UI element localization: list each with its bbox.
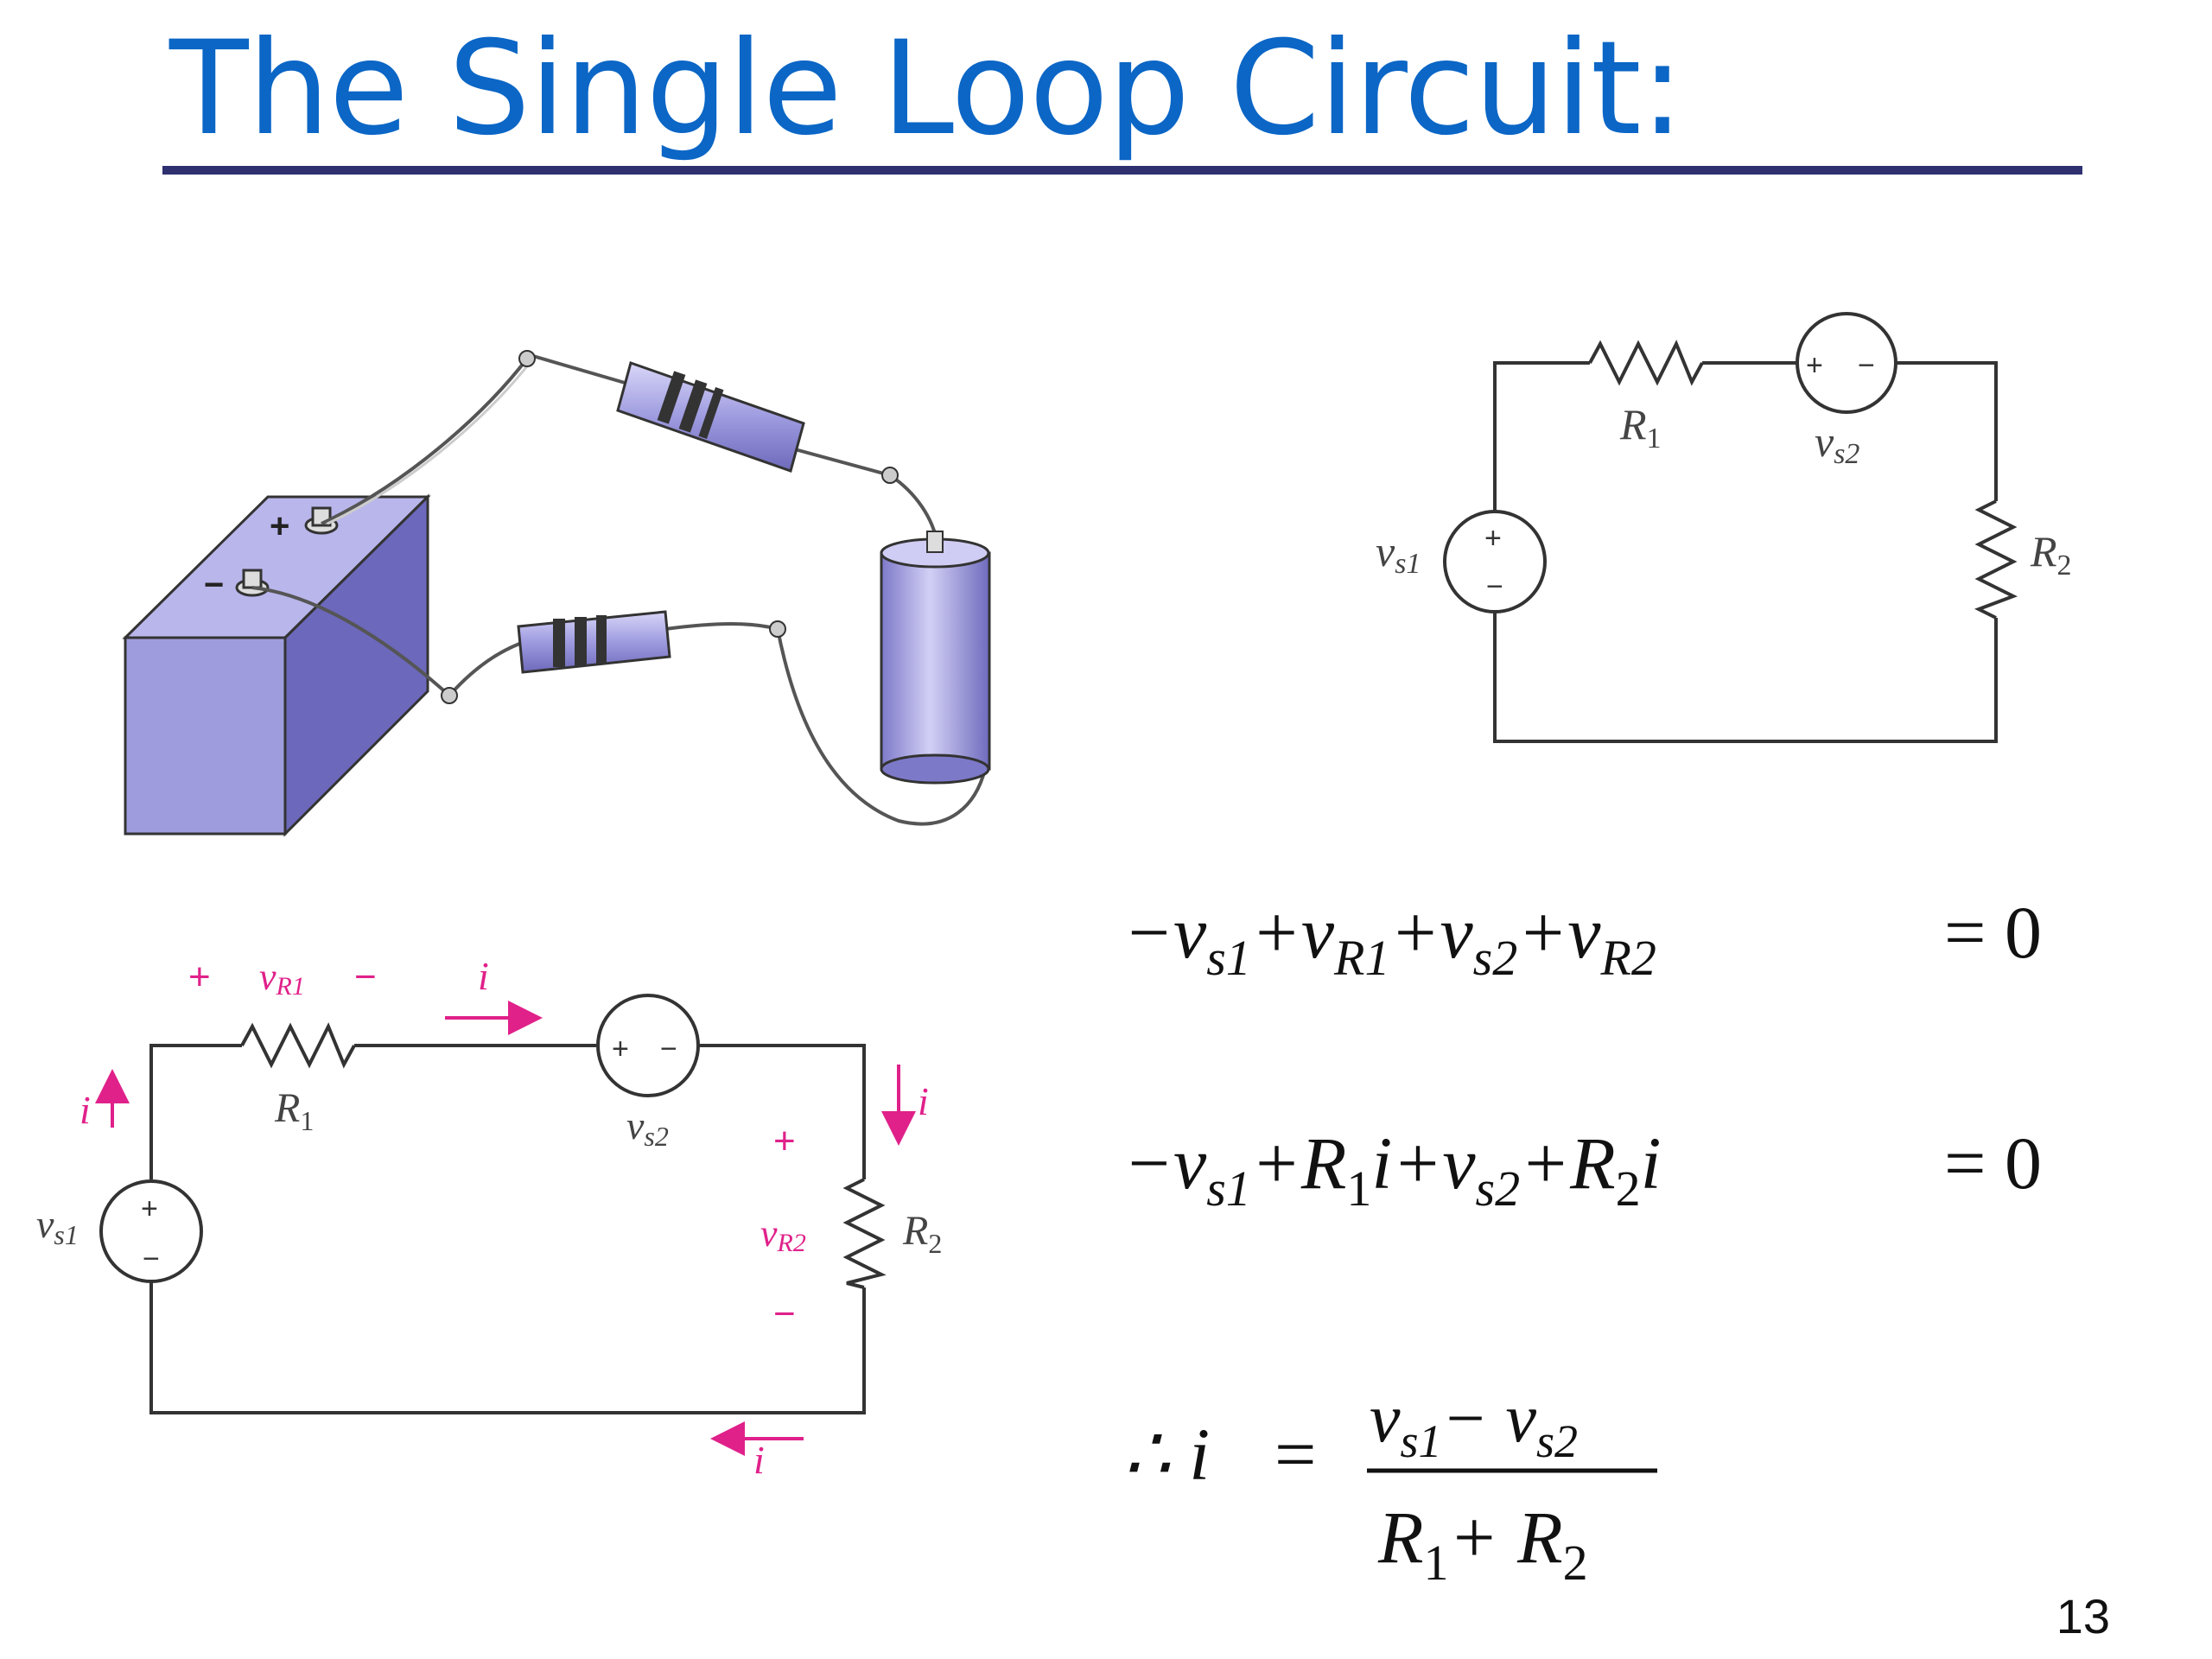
battery-illustration: + −: [122, 493, 431, 837]
svg-text:vs1: vs1: [1376, 527, 1421, 580]
current-label-left: i: [79, 1088, 91, 1132]
voltage-source-vs2-annotated: [596, 994, 700, 1097]
svg-text:R1: R1: [1619, 400, 1662, 454]
svg-text:−: −: [1486, 570, 1503, 603]
svg-text:= 0: = 0: [1944, 891, 2042, 974]
equation-current-result: ∴ i = vs1− vs2 R1+ R2: [1123, 1381, 1657, 1591]
resistor-r1-symbol-annotated: [240, 1022, 356, 1069]
label-r2: R: [2030, 527, 2057, 575]
resistor-r1-symbol: [1588, 340, 1704, 386]
svg-text:−vs1+R1i+vs2+R2i: −vs1+R1i+vs2+R2i: [1123, 1122, 1662, 1217]
resistor-illustration-top: [616, 361, 805, 473]
svg-text:−: −: [660, 1033, 677, 1065]
svg-text:−: −: [204, 566, 224, 604]
physical-circuit-illustration: + −: [122, 350, 991, 837]
label-vs2: v: [1815, 417, 1834, 466]
label-vs1: v: [1376, 527, 1395, 575]
svg-text:+: +: [141, 1192, 158, 1225]
svg-text:−: −: [143, 1243, 160, 1275]
current-label-bottom: i: [753, 1438, 765, 1482]
label-vr2: v: [760, 1212, 778, 1255]
svg-text:R1: R1: [274, 1085, 314, 1136]
svg-text:∴ i: ∴ i: [1123, 1413, 1210, 1496]
resistor-r2-symbol-annotated: [842, 1178, 887, 1289]
voltage-source-vs2-symbol: [1796, 312, 1897, 414]
label-r1-annotated: R: [274, 1085, 300, 1131]
schematic-top: [1443, 312, 2018, 743]
voltage-source-vs1-annotated: [99, 1179, 203, 1283]
svg-text:vs2: vs2: [626, 1103, 669, 1152]
label-vs1-annotated: v: [36, 1202, 54, 1246]
label-vs2-annotated: v: [626, 1103, 645, 1147]
svg-text:R2: R2: [2030, 527, 2072, 582]
svg-text:+: +: [270, 507, 289, 545]
svg-text:+: +: [1484, 522, 1502, 555]
resistor-illustration-bottom: [517, 610, 671, 674]
vr1-plus: +: [188, 956, 211, 998]
svg-text:vs1: vs1: [36, 1202, 79, 1250]
title-underline: [162, 166, 2082, 175]
svg-text:vR1: vR1: [259, 956, 305, 1001]
svg-text:R2: R2: [902, 1208, 942, 1259]
schematic-bottom: [99, 994, 887, 1414]
svg-text:−: −: [1858, 349, 1875, 382]
vr2-minus: −: [773, 1293, 796, 1335]
label-r2-annotated: R: [902, 1208, 928, 1254]
label-r1: R: [1619, 400, 1647, 448]
label-vr1: v: [259, 956, 276, 998]
resistor-r2-symbol: [1974, 499, 2018, 620]
svg-text:vs2: vs2: [1815, 417, 1859, 470]
svg-text:+: +: [612, 1033, 629, 1065]
voltage-source-vs1-symbol: [1443, 510, 1547, 613]
svg-text:= 0: = 0: [1944, 1122, 2042, 1205]
equation-kvl-voltages: −vs1+vR1+vs2+vR2 = 0: [1123, 891, 2042, 986]
svg-text:R1+ R2: R1+ R2: [1377, 1496, 1588, 1591]
capacitor-illustration: [880, 531, 991, 785]
vr2-plus: +: [773, 1120, 796, 1162]
page-number: 13: [2056, 1589, 2110, 1643]
svg-text:=: =: [1274, 1413, 1317, 1496]
svg-text:vs1− vs2: vs1− vs2: [1370, 1381, 1578, 1467]
vr1-minus: −: [354, 956, 377, 998]
slide-title: The Single Loop Circuit:: [169, 14, 1684, 164]
svg-text:−vs1+vR1+vs2+vR2: −vs1+vR1+vs2+vR2: [1123, 891, 1656, 986]
svg-text:+: +: [1806, 349, 1823, 382]
current-label-right: i: [918, 1079, 929, 1123]
equation-kvl-currents: −vs1+R1i+vs2+R2i = 0: [1123, 1122, 2042, 1217]
svg-text:vR2: vR2: [760, 1212, 806, 1257]
current-label-top: i: [478, 954, 489, 998]
